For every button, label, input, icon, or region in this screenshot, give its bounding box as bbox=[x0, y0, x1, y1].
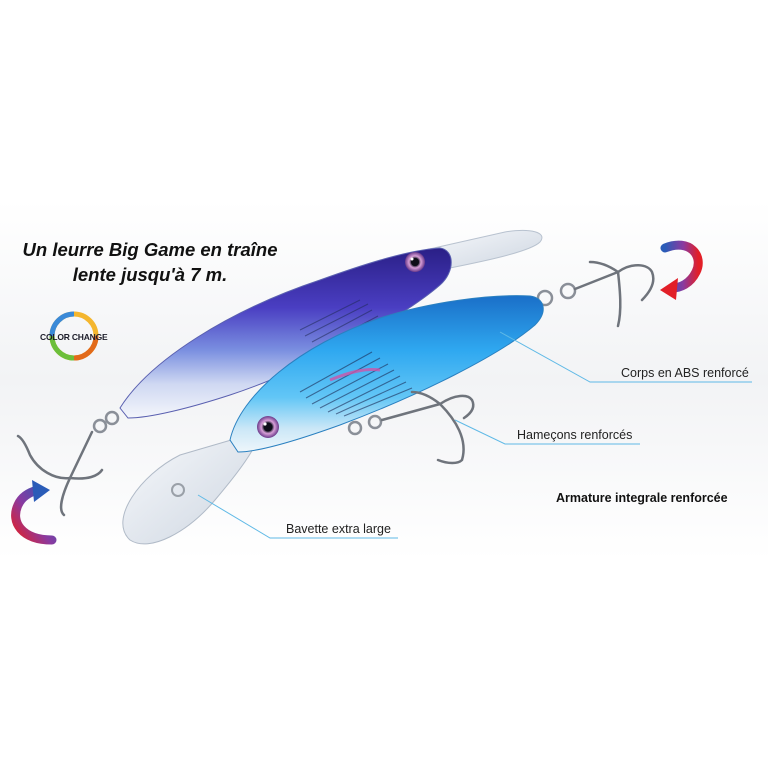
tagline-line-2: lente jusqu'à 7 m. bbox=[72, 264, 228, 285]
rotate-arrow-top-right-icon bbox=[660, 240, 703, 300]
tagline-line-1: Un leurre Big Game en traîne bbox=[22, 239, 278, 260]
front-lure bbox=[122, 295, 544, 545]
front-lure-belly-hook bbox=[347, 390, 475, 465]
color-change-logo-text: COLOR CHANGE bbox=[40, 332, 108, 342]
callout-lines bbox=[197, 331, 752, 539]
back-lure-rear-hook bbox=[16, 430, 104, 517]
bavette-leader-line bbox=[197, 494, 398, 539]
callout-hamecons: Hameçons renforcés bbox=[517, 428, 633, 442]
hamecons-leader-line bbox=[454, 419, 640, 445]
callout-armature: Armature integrale renforcée bbox=[556, 491, 728, 505]
tagline: Un leurre Big Game en traîne lente jusqu… bbox=[0, 237, 300, 287]
callout-corps: Corps en ABS renforcé bbox=[621, 366, 749, 380]
corps-leader-line bbox=[499, 331, 752, 383]
color-change-logo bbox=[49, 311, 99, 361]
callout-bavette: Bavette extra large bbox=[286, 522, 391, 536]
front-lure-nose-hook bbox=[536, 260, 655, 328]
rotate-arrow-bottom-left-icon bbox=[11, 480, 57, 545]
